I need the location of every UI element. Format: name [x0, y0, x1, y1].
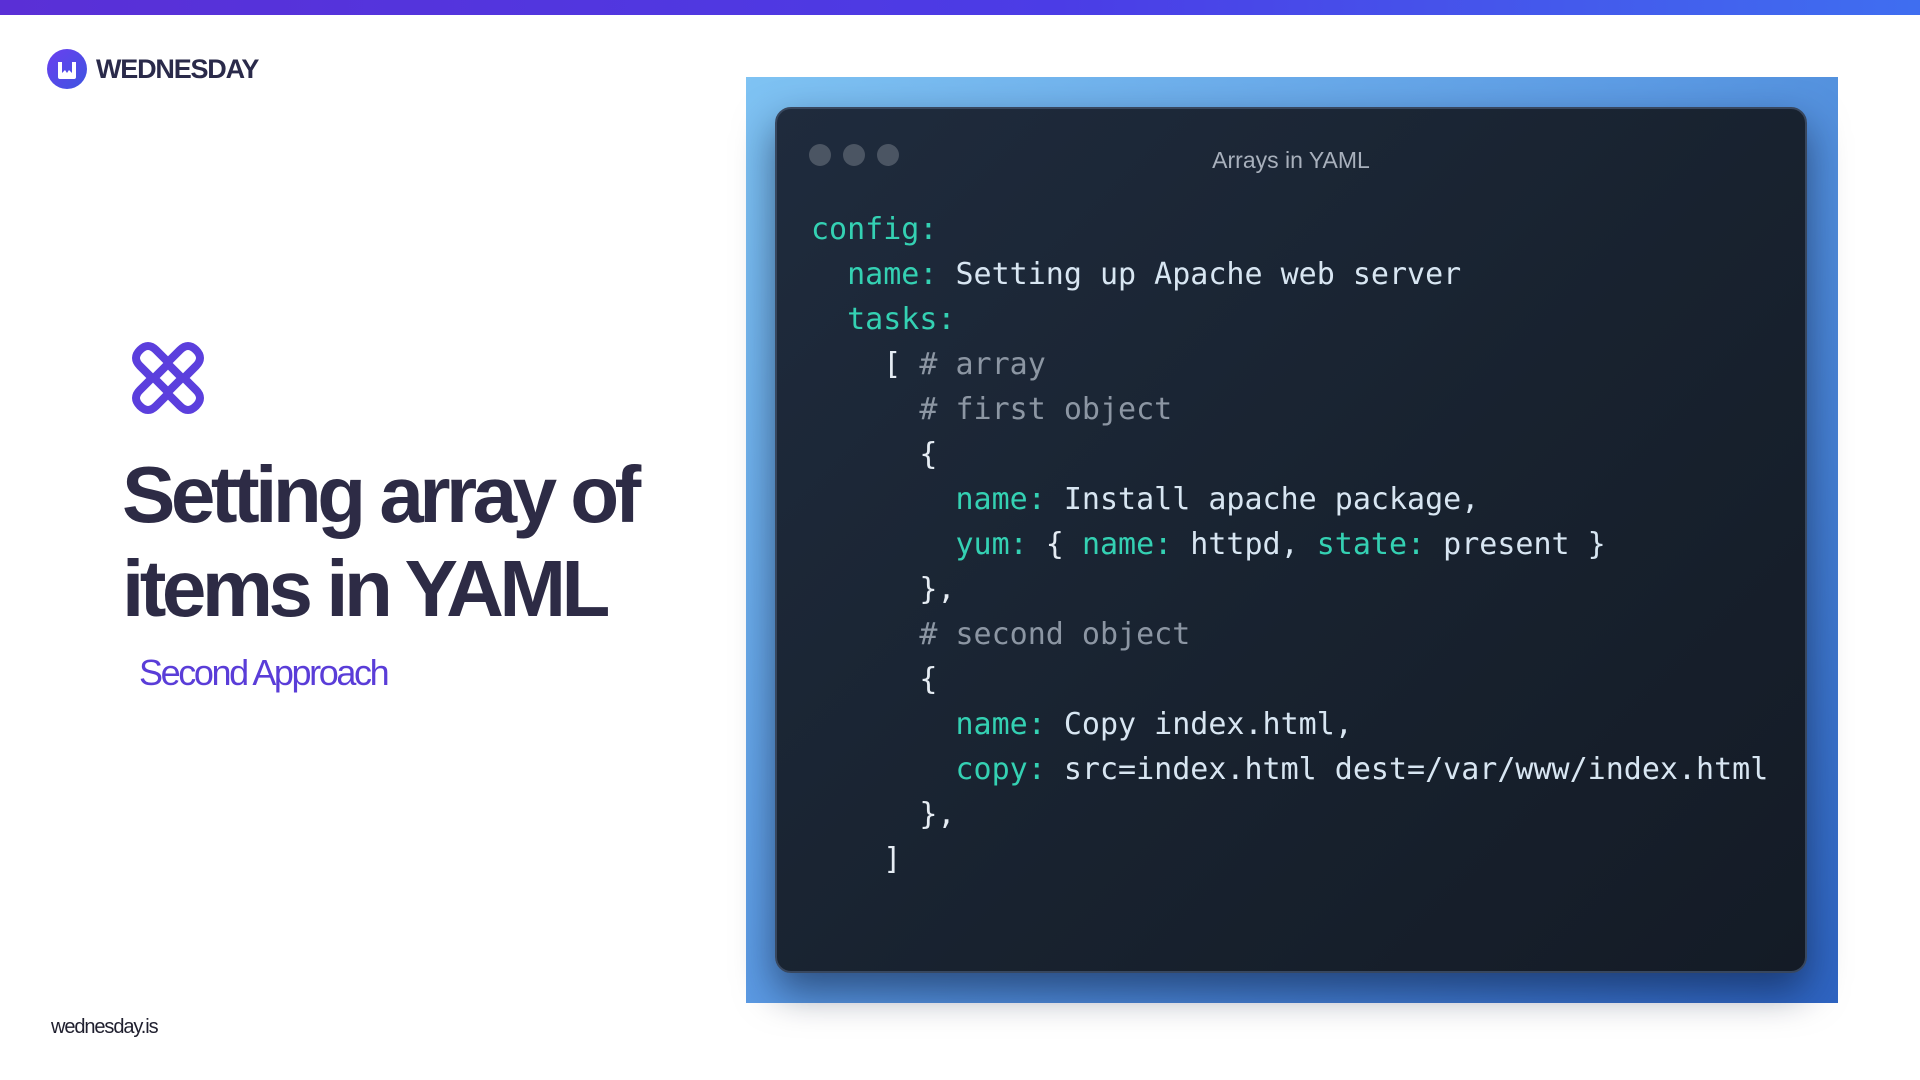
code-line-6: {	[919, 437, 938, 472]
footer-url[interactable]: wednesday.is	[51, 1016, 159, 1038]
slide-title-line-2: items in YAML	[122, 544, 610, 633]
window-maximize-dot[interactable]	[877, 144, 899, 166]
code-window: Arrays in YAML config: name: Setting up …	[775, 107, 1807, 973]
code-line-14: },	[919, 797, 956, 832]
code-line-8: yum: { name: httpd, state: present }	[955, 527, 1606, 562]
wednesday-logo-icon	[47, 49, 87, 89]
code-line-10: # second object	[919, 617, 1191, 652]
code-line-11: {	[919, 662, 938, 697]
brand-name: WEDNESDAY	[96, 53, 259, 84]
code-panel-background: Arrays in YAML config: name: Setting up …	[746, 77, 1838, 1003]
slide-title: Setting array of items in YAML	[122, 448, 722, 636]
code-line-2: name: Setting up Apache web server	[847, 257, 1462, 292]
code-line-13: copy: src=index.html dest=/var/www/index…	[955, 752, 1769, 787]
window-minimize-dot[interactable]	[843, 144, 865, 166]
code-line-4: [ # array	[883, 347, 1046, 382]
slide-title-line-1: Setting array of	[122, 450, 641, 539]
slide-subtitle: Second Approach	[139, 652, 390, 693]
top-accent-bar	[0, 0, 1920, 15]
code-line-5: # first object	[919, 392, 1173, 427]
window-title-bar: Arrays in YAML	[777, 109, 1805, 179]
code-line-1: config:	[811, 212, 938, 247]
code-line-12: name: Copy index.html,	[955, 707, 1353, 742]
interlocked-loops-icon	[132, 342, 204, 414]
code-block: config: name: Setting up Apache web serv…	[811, 207, 1768, 882]
code-line-3: tasks:	[847, 302, 956, 337]
code-line-15: ]	[883, 842, 902, 877]
brand-logo[interactable]: WEDNESDAY	[46, 48, 259, 90]
code-line-9: },	[919, 572, 956, 607]
window-close-dot[interactable]	[809, 144, 831, 166]
window-title: Arrays in YAML	[1212, 147, 1370, 173]
code-line-7: name: Install apache package,	[955, 482, 1480, 517]
